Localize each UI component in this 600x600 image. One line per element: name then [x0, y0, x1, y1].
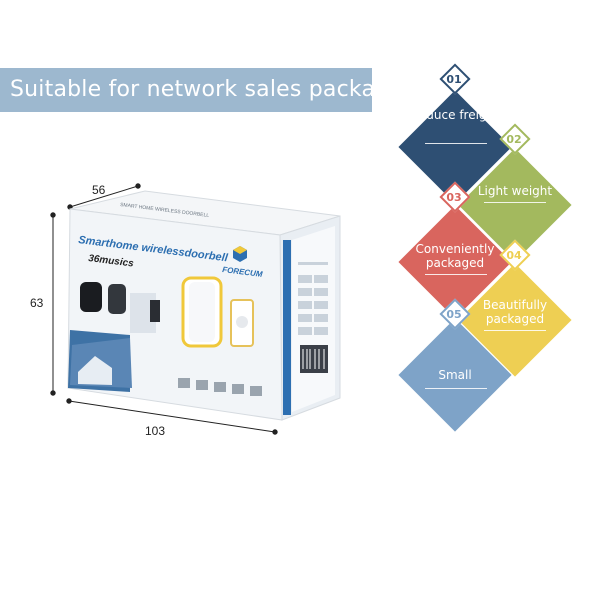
height-label: 63 [30, 296, 44, 310]
badge-number-05: 05 [446, 308, 462, 321]
brand-logo [233, 246, 247, 262]
badge-number-04: 04 [506, 249, 522, 262]
banner-title: Suitable for network sales packaging [10, 77, 424, 102]
width-dimension-line [68, 400, 276, 433]
title-banner: Suitable for network sales packaging [0, 68, 424, 112]
feature-underline-04 [484, 330, 546, 331]
feature-label-02: Light weight [477, 184, 553, 198]
feature-label-04: Beautifully packaged [482, 298, 548, 326]
feature-underline-02 [484, 202, 546, 203]
feature-underline-05 [425, 388, 487, 389]
feature-label-01: Reduce freight [411, 108, 499, 122]
feature-underline-03 [425, 274, 487, 275]
badge-number-03: 03 [446, 191, 462, 204]
width-label: 103 [145, 424, 166, 438]
feature-label-05: Small [438, 368, 472, 382]
depth-dimension-line [69, 185, 139, 208]
depth-label: 56 [92, 183, 106, 197]
badge-number-01: 01 [446, 73, 462, 86]
feature-underline-01 [425, 143, 487, 144]
barcode [300, 345, 328, 373]
feature-label-03: Conveniently packaged [415, 242, 495, 270]
badge-number-02: 02 [506, 133, 522, 146]
